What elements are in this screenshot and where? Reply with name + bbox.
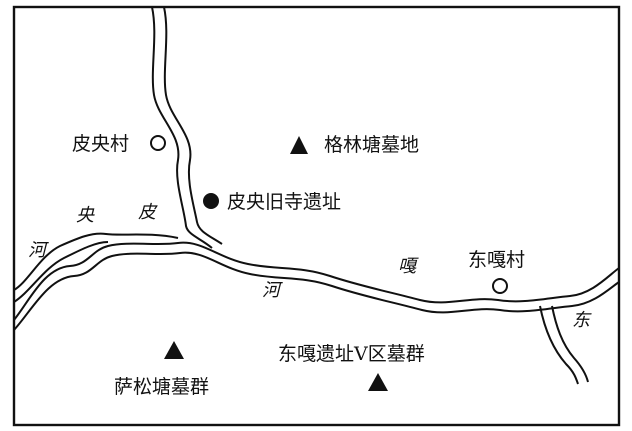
triangle-icon-gelintang xyxy=(290,136,308,154)
river-label-he-center: 河 xyxy=(262,280,283,301)
southeast-branch xyxy=(539,305,589,385)
map-frame xyxy=(12,5,621,427)
west-branch xyxy=(13,232,179,303)
label-dongga-village: 东嘎村 xyxy=(468,249,525,271)
river-label-yang: 央 xyxy=(76,205,95,226)
village-icon-dongga xyxy=(492,278,508,294)
main-river xyxy=(13,241,620,331)
river-label-ga: 嘎 xyxy=(398,256,419,277)
river-label-dong: 东 xyxy=(572,310,592,331)
label-piyang-village: 皮央村 xyxy=(72,133,129,155)
label-gelintang-cemetery: 格林塘墓地 xyxy=(324,134,419,156)
site-icon-old-temple xyxy=(203,193,219,209)
north-tributary xyxy=(151,6,223,249)
label-old-temple-site: 皮央旧寺遗址 xyxy=(227,191,341,213)
river-label-pi: 皮 xyxy=(138,202,158,223)
triangle-icon-dongga-v xyxy=(368,373,388,391)
river-label-he-west: 河 xyxy=(28,240,49,261)
triangle-icon-sasongtang xyxy=(164,341,184,359)
label-sasongtang-tombs: 萨松塘墓群 xyxy=(114,376,209,398)
village-icon-piyang xyxy=(150,135,166,151)
label-dongga-v-tombs: 东嘎遗址V区墓群 xyxy=(278,343,425,365)
